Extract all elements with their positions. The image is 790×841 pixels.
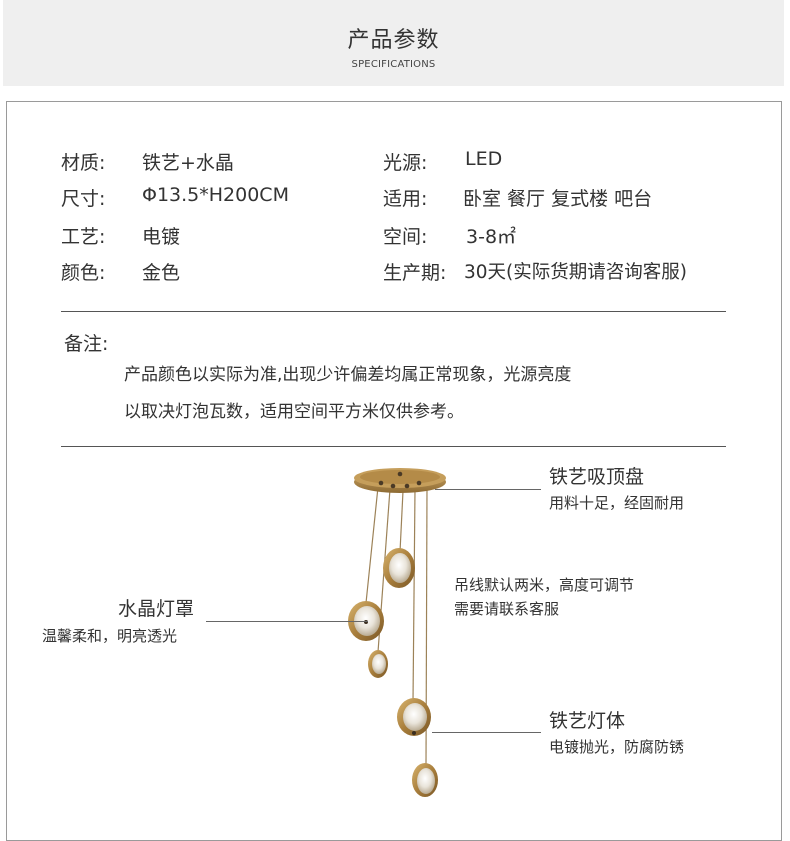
wire-note: 需要请联系客服 — [454, 600, 560, 618]
spec-value: 卧室 餐厅 复式楼 吧台 — [463, 188, 653, 210]
divider — [61, 311, 726, 312]
note-line: 以取决灯泡瓦数，适用空间平方米仅供参考。 — [124, 402, 464, 422]
shade-title: 水晶灯罩 — [118, 598, 195, 620]
note-line: 产品颜色以实际为准,出现少许偏差均属正常现象，光源亮度 — [124, 365, 572, 385]
spec-label: 颜色: — [61, 262, 106, 284]
spec-value: 3-8㎡ — [466, 226, 517, 248]
spec-label: 尺寸: — [61, 188, 106, 210]
shade-leader-line — [206, 621, 368, 622]
spec-value: LED — [465, 148, 503, 170]
section-subtitle: SPECIFICATIONS — [351, 59, 436, 70]
note-title: 备注: — [64, 333, 109, 355]
pendant-disc — [368, 650, 388, 678]
body-description: 电镀抛光，防腐防锈 — [549, 738, 685, 756]
canopy-leader-line — [435, 489, 541, 490]
spec-label: 光源: — [383, 152, 428, 174]
canopy — [354, 468, 446, 493]
canopy-description: 用料十足，经固耐用 — [549, 494, 685, 512]
pendant-disc — [383, 548, 415, 588]
spec-label: 生产期: — [383, 262, 447, 284]
shade-description: 温馨柔和，明亮透光 — [42, 627, 178, 645]
spec-value: 金色 — [142, 262, 181, 284]
spec-value: 铁艺+水晶 — [142, 152, 234, 174]
spec-label: 空间: — [383, 226, 428, 248]
body-leader-line — [432, 732, 541, 733]
spec-value: Φ13.5*H200CM — [142, 184, 289, 206]
canopy-title: 铁艺吸顶盘 — [549, 466, 645, 488]
pendant-disc — [412, 763, 438, 797]
pendant-disc — [397, 698, 431, 736]
spec-label: 适用: — [383, 188, 428, 210]
section-header: 产品参数 SPECIFICATIONS — [3, 0, 784, 86]
spec-value: 30天(实际货期请咨询客服) — [464, 262, 687, 283]
pendant-lamp-illustration — [348, 468, 446, 797]
body-title: 铁艺灯体 — [549, 710, 626, 732]
section-title: 产品参数 — [347, 28, 440, 53]
divider — [61, 446, 726, 447]
spec-value: 电镀 — [142, 226, 181, 248]
spec-label: 工艺: — [61, 226, 106, 248]
wire-note: 吊线默认两米，高度可调节 — [454, 576, 635, 594]
spec-label: 材质: — [61, 152, 106, 174]
